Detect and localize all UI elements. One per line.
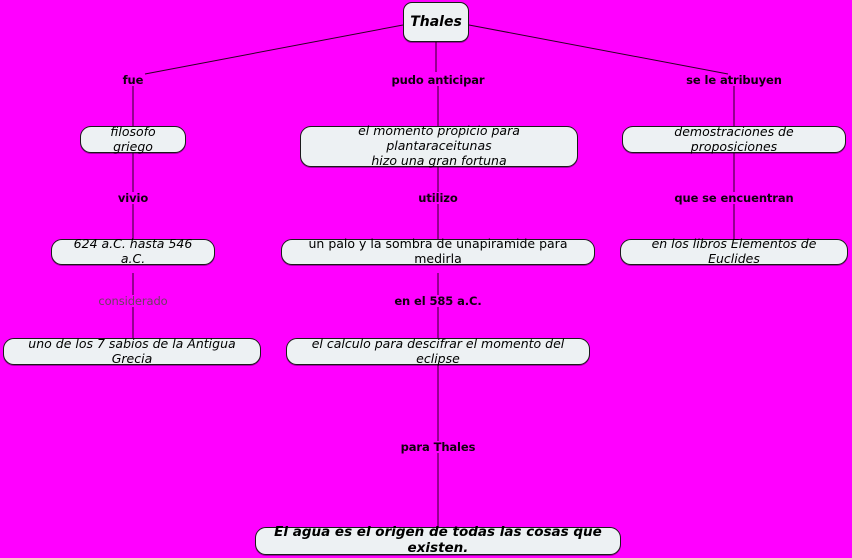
node-thales-root[interactable]: Thales (403, 2, 469, 42)
node-momento-propicio-line2: hizo una gran fortuna (371, 152, 507, 168)
node-uno-de-los-7-sabios[interactable]: uno de los 7 sabios de la Antigua Grecia (3, 336, 261, 365)
node-libros-elementos-euclides[interactable]: en los libros Elementos de Euclides (620, 236, 848, 266)
node-calculo-eclipse[interactable]: el calculo para descifrar el momento del… (286, 336, 590, 365)
node-palo-sombra-piramide[interactable]: un palo y la sombra de unapiramide para … (281, 236, 595, 266)
node-demostraciones-proposiciones[interactable]: demostraciones de proposiciones (622, 124, 846, 153)
link-label-en-el-585[interactable]: en el 585 a.C. (394, 294, 482, 308)
link-label-pudo-anticipar[interactable]: pudo anticipar (391, 73, 485, 87)
link-label-utilizo[interactable]: utilizo (418, 191, 458, 205)
node-momento-propicio[interactable]: el momento propicio para plantaraceituna… (300, 123, 578, 168)
link-label-fue[interactable]: fue (122, 73, 144, 87)
link-label-para-thales[interactable]: para Thales (400, 440, 476, 454)
link-label-vivio[interactable]: vivio (117, 191, 149, 205)
node-filosofo-griego[interactable]: filosofo griego (80, 124, 186, 153)
link-label-se-le-atribuyen[interactable]: se le atribuyen (686, 73, 782, 87)
node-fechas-624-546[interactable]: 624 a.C. hasta 546 a.C. (51, 236, 215, 266)
link-label-que-se-encuentran[interactable]: que se encuentran (674, 191, 794, 205)
node-momento-propicio-line1: el momento propicio para plantaraceituna… (358, 123, 520, 154)
node-el-agua-origen[interactable]: El agua es el origen de todas las cosas … (255, 524, 621, 556)
link-label-considerado[interactable]: considerado (98, 294, 168, 308)
